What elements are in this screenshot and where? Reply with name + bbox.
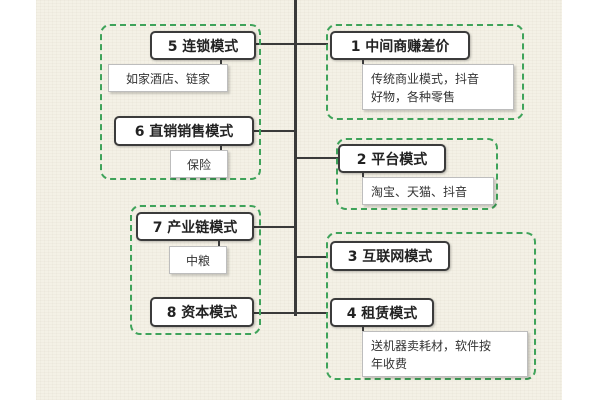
- group-right-1: [326, 24, 524, 120]
- stem-4: [362, 327, 364, 333]
- stem-6: [220, 146, 222, 151]
- central-spine: [294, 0, 297, 316]
- group-left-bottom: [130, 205, 261, 335]
- node-1-title[interactable]: 1 中间商赚差价: [330, 31, 470, 60]
- node-4-title[interactable]: 4 租赁模式: [330, 298, 434, 327]
- node-3-title[interactable]: 3 互联网模式: [330, 241, 450, 271]
- connector-n6: [254, 130, 295, 132]
- node-1-note-line-2: 好物，各种零售: [371, 90, 456, 104]
- group-left-top: [100, 24, 261, 180]
- node-7-title[interactable]: 7 产业链模式: [136, 212, 254, 241]
- node-4-note-line-2: 年收费: [371, 357, 408, 371]
- node-2-note: 淘宝、天猫、抖音: [362, 177, 494, 205]
- node-8-title[interactable]: 8 资本模式: [150, 297, 254, 327]
- connector-n8: [254, 312, 295, 314]
- node-4-note-line-1: 送机器卖耗材，软件按: [371, 339, 492, 353]
- stem-2: [362, 173, 364, 178]
- node-6-note-line-1: 保险: [186, 158, 211, 172]
- node-7-note-line-1: 中粮: [185, 254, 210, 268]
- node-5-title[interactable]: 5 连锁模式: [150, 31, 256, 60]
- node-7-note: 中粮: [169, 246, 227, 274]
- node-4-note: 送机器卖耗材，软件按 年收费: [362, 331, 528, 377]
- group-right-3: [326, 232, 536, 380]
- group-right-2: [336, 138, 498, 210]
- node-1-note-line-1: 传统商业模式，抖音: [371, 72, 480, 86]
- node-6-note: 保险: [170, 150, 228, 178]
- node-1-note: 传统商业模式，抖音 好物，各种零售: [362, 64, 514, 110]
- stem-5: [220, 60, 222, 66]
- connector-n5: [254, 43, 295, 45]
- connector-n1: [296, 43, 328, 45]
- node-5-note-line-1: 如家酒店、链家: [125, 72, 210, 86]
- diagram-background: 5 连锁模式 如家酒店、链家 6 直销销售模式 保险 7 产业链模式 中粮 8 …: [36, 0, 562, 400]
- node-5-note: 如家酒店、链家: [108, 64, 228, 92]
- node-6-title[interactable]: 6 直销销售模式: [114, 116, 254, 146]
- stem-7: [218, 241, 220, 247]
- stem-1: [362, 60, 364, 66]
- connector-n2: [296, 157, 338, 159]
- connector-n7: [254, 226, 295, 228]
- connector-n3: [296, 256, 328, 258]
- node-2-title[interactable]: 2 平台模式: [338, 144, 446, 173]
- node-2-note-line-1: 淘宝、天猫、抖音: [371, 185, 468, 199]
- connector-n4: [296, 312, 328, 314]
